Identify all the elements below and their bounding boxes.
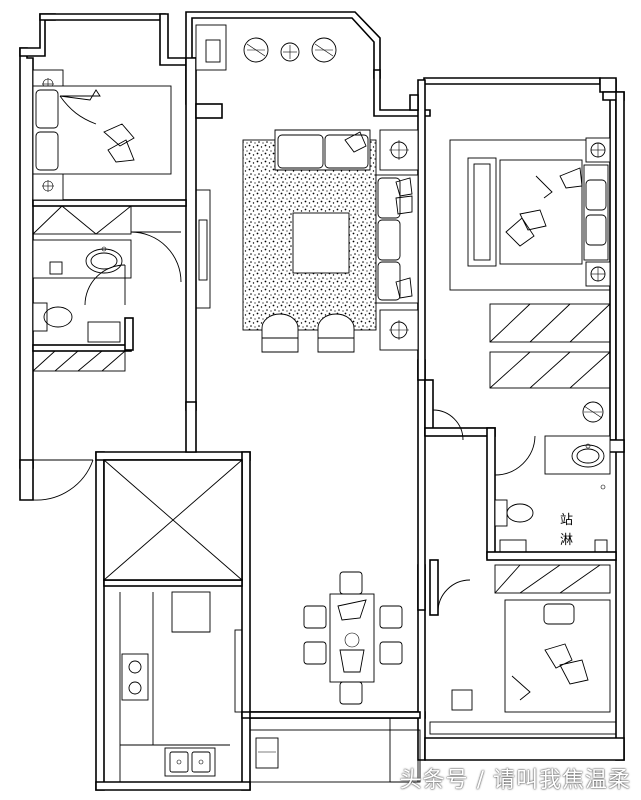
exterior-walls — [19, 11, 625, 791]
dining-area — [303, 571, 403, 705]
bedroom-top-left — [32, 69, 172, 201]
balcony-top — [195, 24, 337, 71]
balcony-bottom — [249, 717, 421, 783]
shower-label-top: 站 — [560, 513, 573, 528]
bathroom-top-left — [32, 205, 182, 343]
coffee-table — [292, 212, 350, 274]
living-room — [242, 129, 419, 353]
watermark: 头条号 / 请叫我焦温柔 — [399, 768, 631, 793]
bed — [32, 85, 172, 175]
shower-label-bottom: 淋 — [560, 533, 573, 548]
void-shaft — [103, 459, 243, 581]
kitchen — [119, 591, 243, 782]
bedroom-bottom-right — [429, 564, 617, 735]
bathroom-right: 站 淋 — [494, 435, 611, 553]
bedroom-top-right — [432, 137, 611, 441]
corridor-left — [32, 189, 211, 501]
